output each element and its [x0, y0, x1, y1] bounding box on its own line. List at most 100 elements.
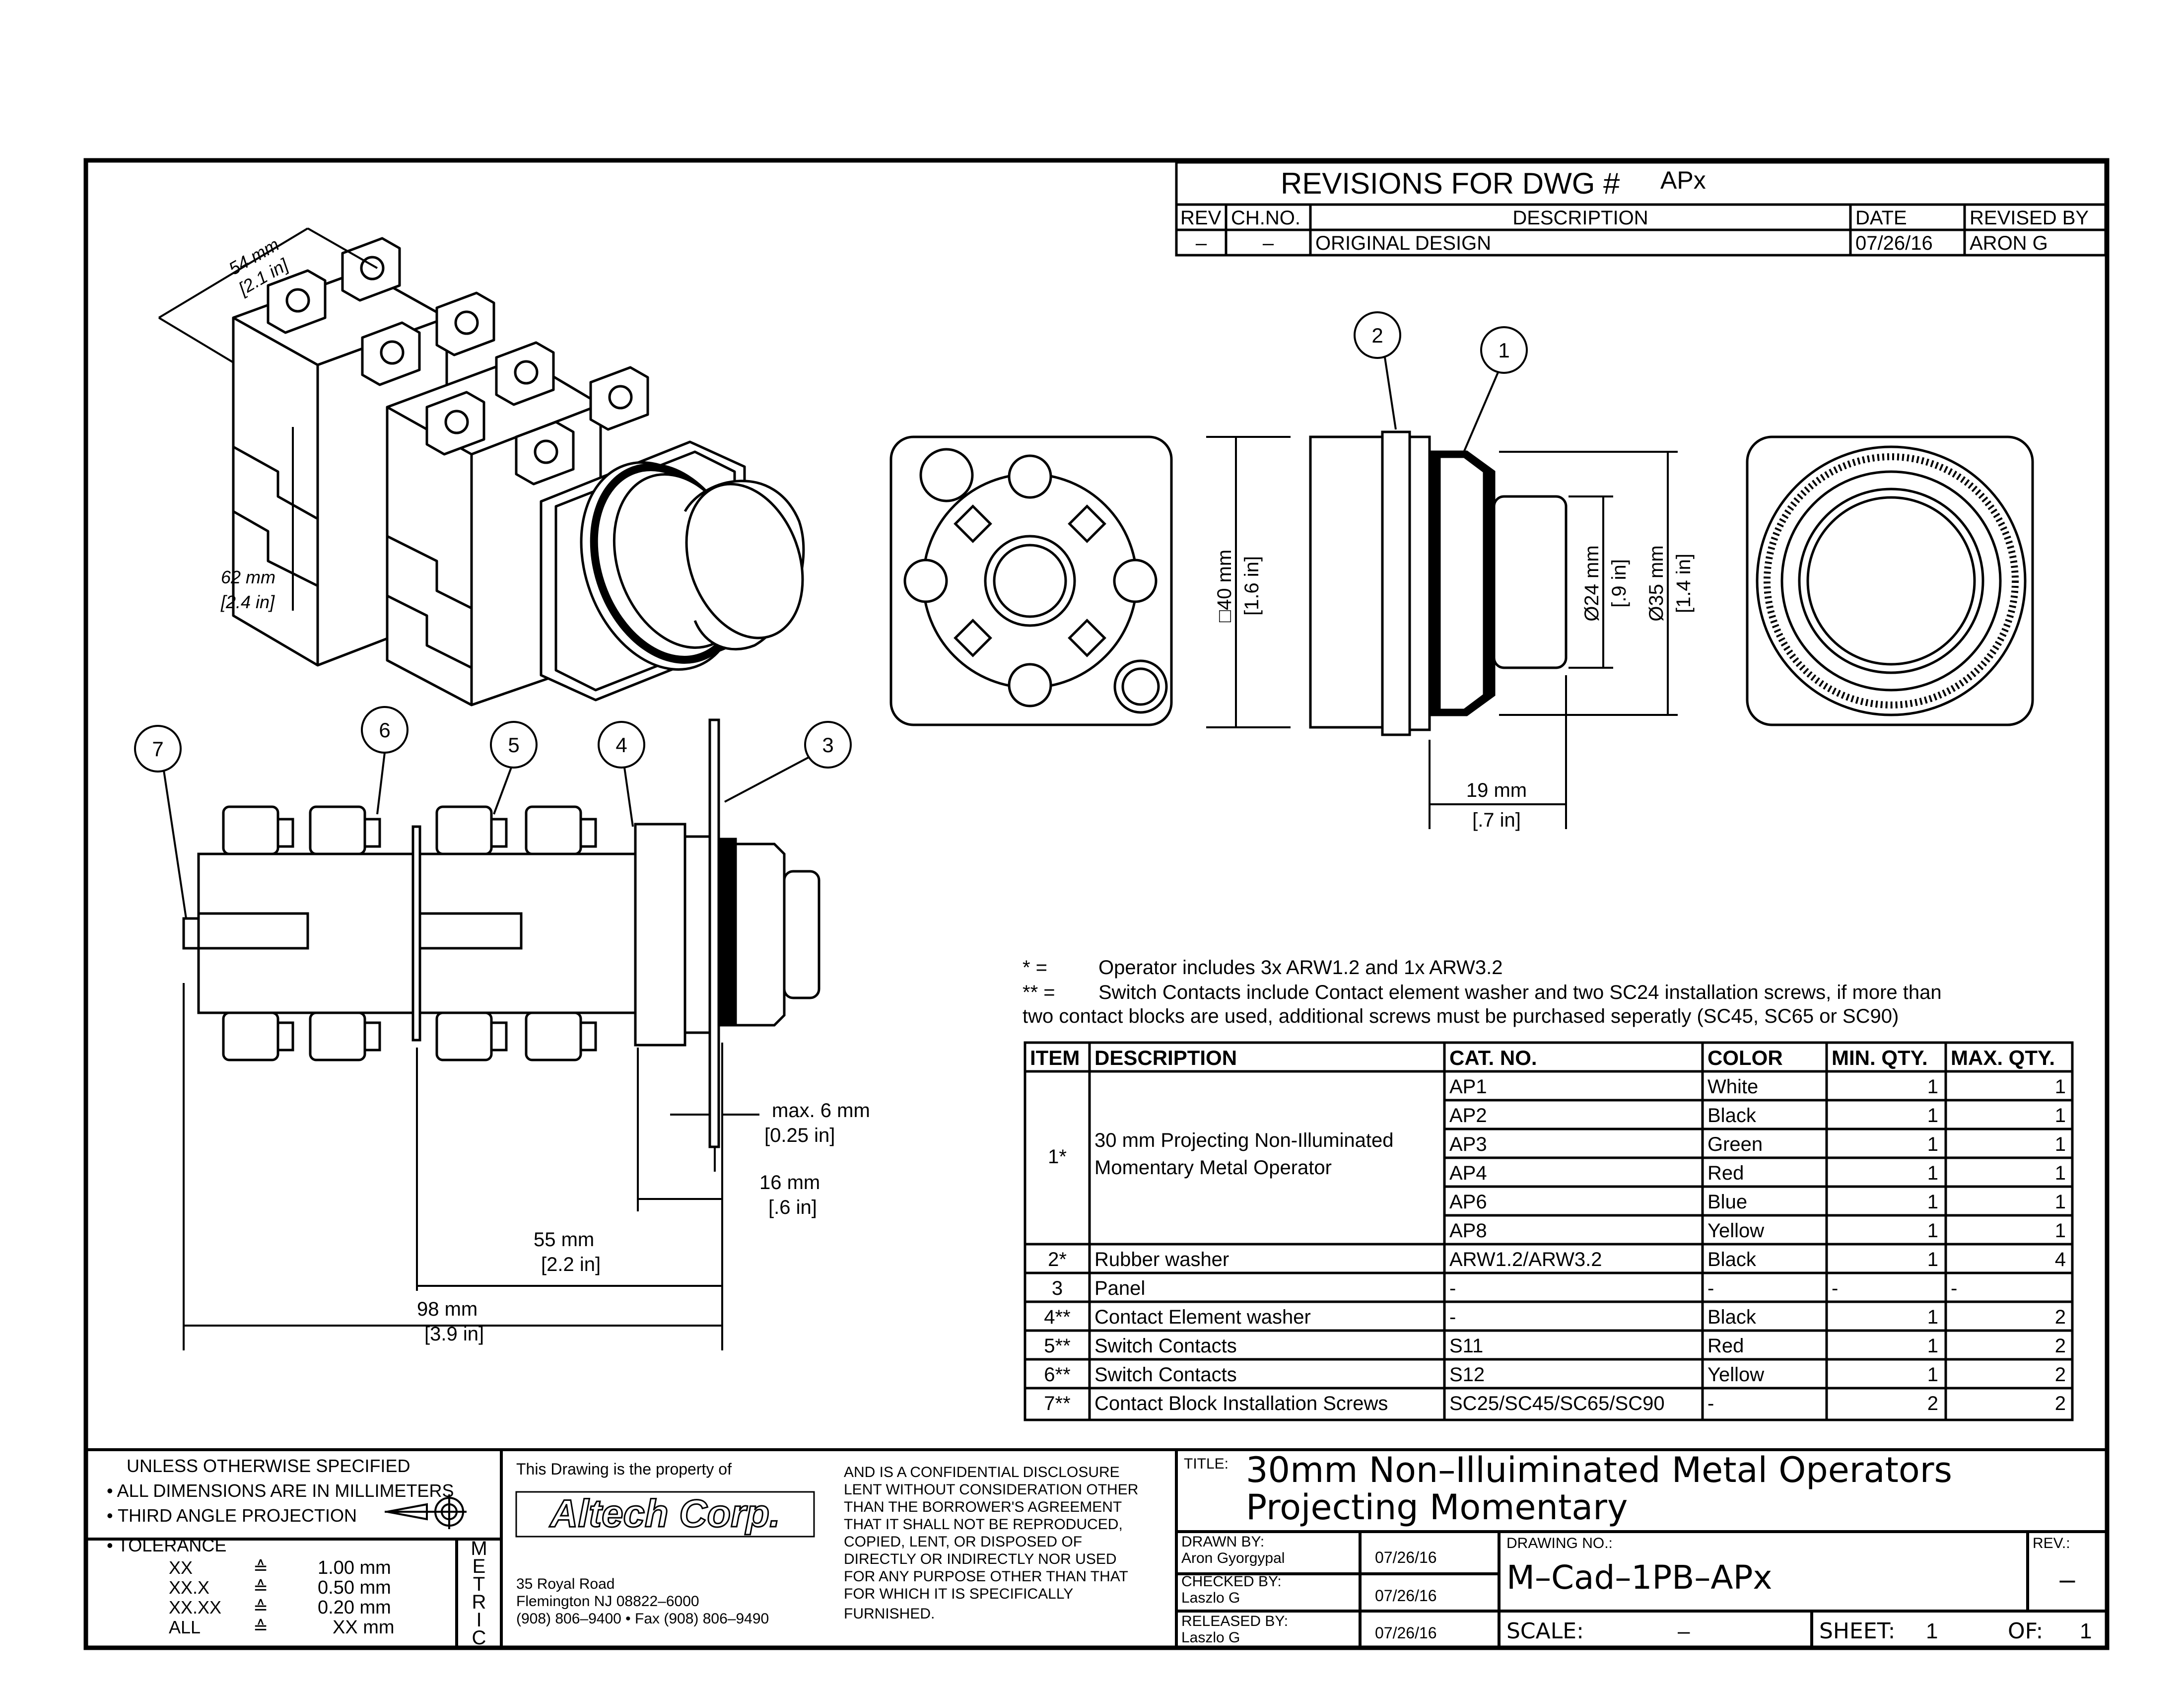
front-view [1746, 435, 2034, 726]
dim-16-mm: 16 mm [759, 1172, 820, 1194]
balloon-6: 6 [379, 718, 390, 742]
confidential-line: COPIED, LENT, OR DISPOSED OF [844, 1534, 1082, 1550]
tol-key: XX.XX [169, 1597, 221, 1618]
iso-dim-62-in: [2.4 in] [220, 592, 275, 612]
rev-col-rev: REV [1180, 207, 1222, 229]
confidential-line: FOR WHICH IT IS SPECIFICALLY [844, 1586, 1073, 1602]
note-2-text: Switch Contacts include Contact element … [1098, 982, 1942, 1003]
tol-sym: ≙ [253, 1577, 268, 1598]
bom-row7-item: 7** [1044, 1393, 1070, 1414]
bom-row3-desc: Panel [1094, 1277, 1145, 1299]
tb-unless: UNLESS OTHERWISE SPECIFIED [127, 1456, 410, 1476]
bom-row4-max: 2 [2055, 1306, 2066, 1328]
bom-row2-color: Black [1707, 1249, 1757, 1270]
bom-row7-min: 2 [1927, 1393, 1938, 1414]
profile-view [1309, 430, 1568, 736]
bom-item1-desc-line2: Momentary Metal Operator [1094, 1157, 1332, 1179]
bom-ap8-max: 1 [2055, 1220, 2066, 1242]
dim-19-in: [.7 in] [1472, 809, 1521, 831]
bom-row4-item: 4** [1044, 1306, 1070, 1328]
bom-item1-rows: AP1 White 1 1 AP2 Black 1 1 AP3 Green 1 … [1449, 1076, 2066, 1242]
revisions-table [1175, 161, 2107, 257]
tol-value: XX mm [333, 1617, 395, 1638]
bom-row5-max: 2 [2055, 1335, 2066, 1357]
bom-ap6-max: 1 [2055, 1191, 2066, 1213]
tb-of: 1 [2080, 1619, 2092, 1643]
bom-item1-desc-line1: 30 mm Projecting Non-Illuminated [1094, 1129, 1393, 1151]
side-view-dimension-lines [183, 983, 759, 1350]
confidential-line: LENT WITHOUT CONSIDERATION OTHER [844, 1481, 1138, 1498]
bom-col-color: COLOR [1707, 1046, 1783, 1069]
rev-row-description: ORIGINAL DESIGN [1315, 232, 1491, 254]
tol-sym: ≙ [253, 1597, 268, 1618]
rear-view [889, 435, 1173, 726]
dim-98-in: [3.9 in] [424, 1323, 484, 1345]
bom-row7-cat: SC25/SC45/SC65/SC90 [1449, 1393, 1665, 1414]
bom-row7-max: 2 [2055, 1393, 2066, 1414]
dim-55-in: [2.2 in] [541, 1254, 601, 1275]
tol-key: XX.X [169, 1577, 209, 1598]
tb-property: This Drawing is the property of [516, 1460, 732, 1478]
dim-98-mm: 98 mm [417, 1298, 478, 1320]
bom-row6-max: 2 [2055, 1364, 2066, 1386]
bom-col-max: MAX. QTY. [1951, 1046, 2055, 1069]
tb-title-line1: 30mm Non–Illuiminated Metal Operators [1246, 1450, 1952, 1490]
bom-ap4-max: 1 [2055, 1162, 2066, 1184]
tb-rev-label: REV.: [2033, 1535, 2070, 1551]
bom-ap6-cat: AP6 [1449, 1191, 1487, 1213]
tb-third-angle: • THIRD ANGLE PROJECTION [107, 1505, 357, 1526]
balloon-1: 1 [1498, 339, 1509, 362]
bom-row6-min: 1 [1927, 1364, 1938, 1386]
bom-ap3-color: Green [1707, 1133, 1763, 1155]
confidential-line: THAN THE BORROWER'S AGREEMENT [844, 1499, 1122, 1515]
rev-col-description: DESCRIPTION [1512, 207, 1648, 229]
bom-ap4-color: Red [1707, 1162, 1744, 1184]
note-3-text: two contact blocks are used, additional … [1023, 1005, 1899, 1027]
side-view [182, 718, 820, 1148]
bom-row5-color: Red [1707, 1335, 1744, 1357]
tb-title-line2: Projecting Momentary [1246, 1487, 1628, 1528]
tolerance-table: XX ≙ 1.00 mm XX.X ≙ 0.50 mm XX.XX ≙ 0.20… [169, 1557, 395, 1638]
rev-row-date: 07/26/16 [1855, 232, 1933, 254]
tol-value: 0.50 mm [318, 1577, 391, 1598]
metric-letter: R [472, 1591, 486, 1613]
bom-ap1-color: White [1707, 1076, 1758, 1098]
bom-row6-color: Yellow [1707, 1364, 1764, 1386]
metric-letter: C [472, 1627, 486, 1649]
bom-ap6-min: 1 [1927, 1191, 1938, 1213]
bom-ap3-max: 1 [2055, 1133, 2066, 1155]
bom-row4-color: Black [1707, 1306, 1757, 1328]
bom-ap8-cat: AP8 [1449, 1220, 1487, 1242]
note-1-text: Operator includes 3x ARW1.2 and 1x ARW3.… [1098, 957, 1503, 979]
tb-drawn-by-label: DRAWN BY: [1181, 1534, 1264, 1550]
bom-row3-min: - [1832, 1277, 1838, 1299]
tb-address1: 35 Royal Road [516, 1576, 614, 1592]
bom-ap4-min: 1 [1927, 1162, 1938, 1184]
bom-row2-cat: ARW1.2/ARW3.2 [1449, 1249, 1602, 1270]
bom-row5-desc: Switch Contacts [1094, 1335, 1237, 1357]
bom-row5-cat: S11 [1449, 1335, 1483, 1357]
tb-released-by-label: RELEASED BY: [1181, 1613, 1288, 1629]
dim-d35-mm: Ø35 mm [1645, 545, 1667, 621]
rev-row-chno: – [1263, 232, 1274, 254]
bom-ap1-min: 1 [1927, 1076, 1938, 1098]
tb-drawing-no-label: DRAWING NO.: [1506, 1535, 1613, 1551]
tb-drawing-no: M–Cad–1PB–APx [1506, 1558, 1772, 1597]
tb-dims-mm: • ALL DIMENSIONS ARE IN MILLIMETERS [107, 1480, 454, 1501]
tb-drawn-by: Aron Gyorgypal [1181, 1550, 1285, 1566]
revisions-dwg-number: APx [1660, 166, 1706, 194]
rev-col-revised-by: REVISED BY [1970, 207, 2089, 229]
note-1-mark: * = [1023, 957, 1047, 979]
bom-row3-cat: - [1449, 1277, 1456, 1299]
sheet-border [83, 158, 2110, 1650]
tb-checked-by-label: CHECKED BY: [1181, 1573, 1282, 1590]
dim-max6-in: [0.25 in] [764, 1125, 835, 1146]
bom-ap2-min: 1 [1927, 1105, 1938, 1126]
bom-item1-number: 1* [1048, 1146, 1067, 1168]
confidential-text: AND IS A CONFIDENTIAL DISCLOSURE LENT WI… [844, 1464, 1138, 1622]
bom-other-rows: 2* Rubber washer ARW1.2/ARW3.2 Black 1 4… [1044, 1249, 2066, 1414]
title-block-lines [86, 1448, 2107, 1648]
bom-row2-item: 2* [1048, 1249, 1067, 1270]
balloon-5: 5 [508, 733, 519, 757]
dim-d35-in: [1.4 in] [1673, 554, 1695, 613]
